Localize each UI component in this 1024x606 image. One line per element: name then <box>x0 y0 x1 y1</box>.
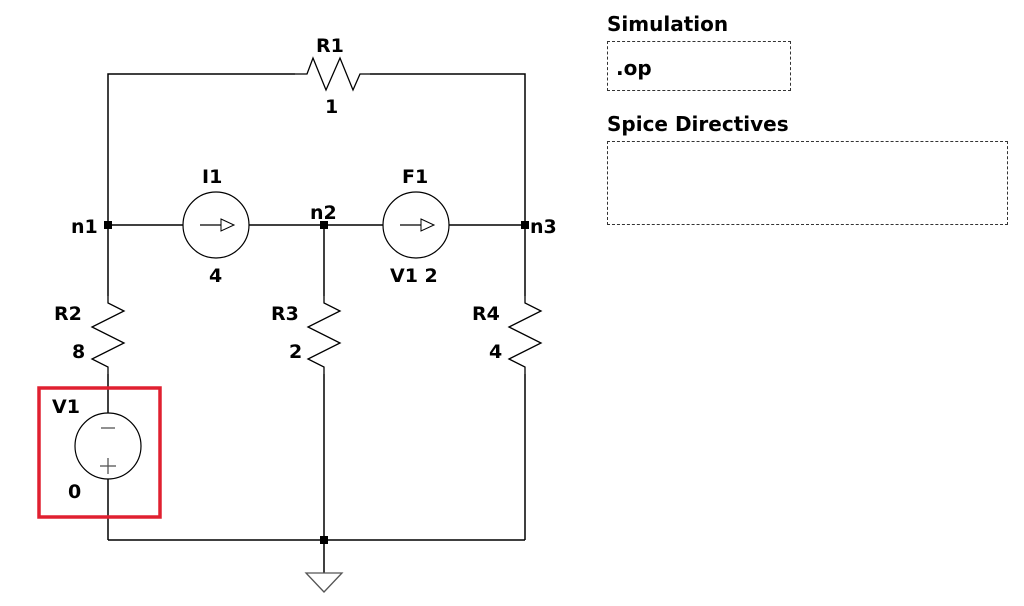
simulation-title: Simulation <box>607 12 729 36</box>
f1-arrow-icon <box>420 218 436 232</box>
i1-arrow-icon <box>220 218 236 232</box>
wire-top-left <box>107 73 295 225</box>
r3-name-label: R3 <box>271 303 299 325</box>
v1-name-label: V1 <box>52 396 80 418</box>
i1-name-label: I1 <box>202 166 222 188</box>
resistor-r1-symbol[interactable] <box>295 56 370 92</box>
r3-value-label: 2 <box>289 341 302 363</box>
node-n2-label: n2 <box>310 202 337 224</box>
spice-directives-title: Spice Directives <box>607 112 789 136</box>
v1-highlight-box <box>37 386 162 519</box>
resistor-r3-symbol[interactable] <box>306 296 342 374</box>
ground-icon[interactable] <box>304 572 344 593</box>
f1-value-label: V1 2 <box>390 265 438 287</box>
r4-name-label: R4 <box>472 303 500 325</box>
simulation-directive-text: .op <box>616 56 652 80</box>
r2-value-label: 8 <box>72 341 85 363</box>
node-ground-marker[interactable] <box>320 536 328 544</box>
simulation-directive-box[interactable]: .op <box>607 41 791 91</box>
node-n3-label: n3 <box>530 216 557 238</box>
i1-value-label: 4 <box>209 265 222 287</box>
r2-name-label: R2 <box>54 303 82 325</box>
v1-value-label: 0 <box>68 481 81 503</box>
r4-value-label: 4 <box>489 341 502 363</box>
spice-directives-box[interactable] <box>607 141 1008 225</box>
r1-value-label: 1 <box>325 96 338 118</box>
resistor-r2-symbol[interactable] <box>90 296 126 374</box>
node-n1-label: n1 <box>71 216 98 238</box>
wire-top-right <box>370 73 526 225</box>
resistor-r4-symbol[interactable] <box>507 296 543 374</box>
r1-name-label: R1 <box>316 35 344 57</box>
f1-name-label: F1 <box>402 166 428 188</box>
